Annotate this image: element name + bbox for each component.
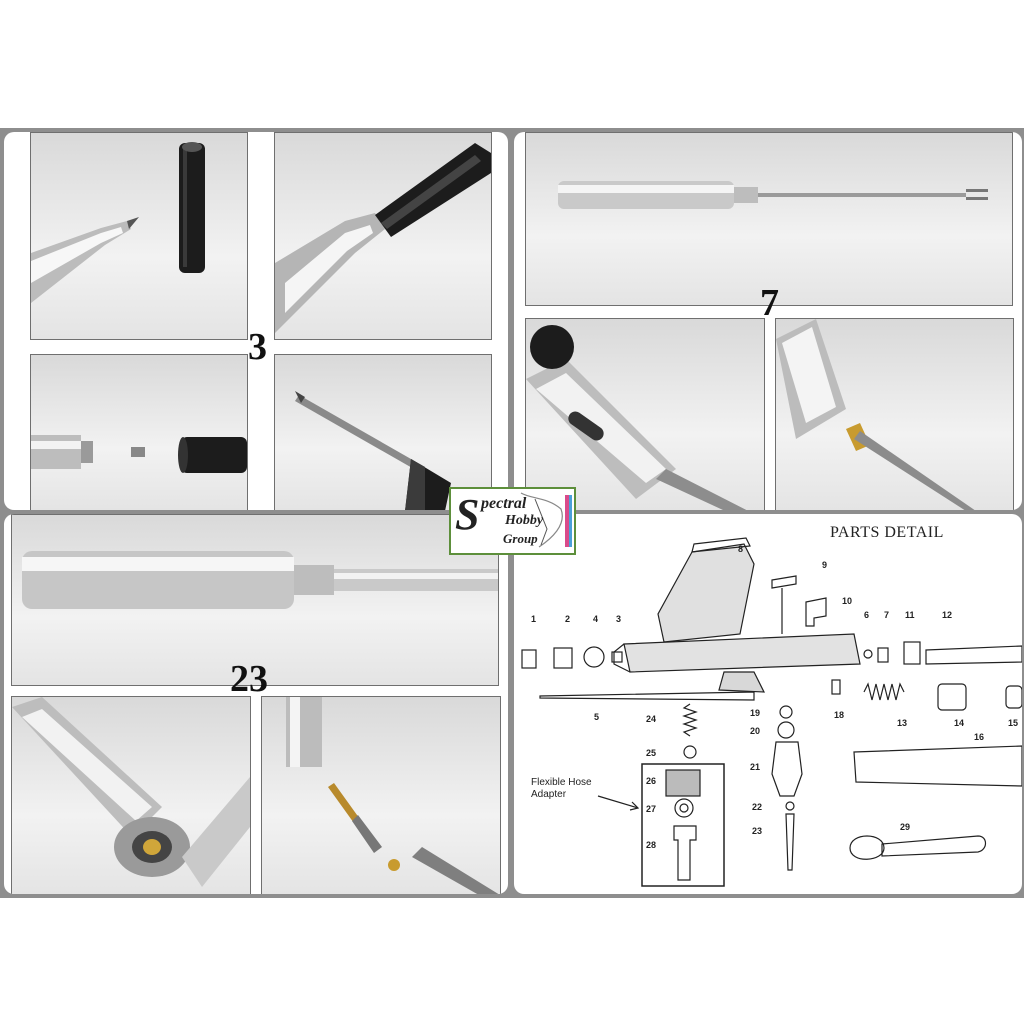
part-label: 8	[738, 544, 744, 554]
part-label: 6	[864, 610, 870, 620]
photo-valve-tool	[11, 514, 499, 686]
step-number-7: 7	[760, 282, 779, 324]
part-label: 22	[752, 802, 763, 812]
photo-cap-attached	[274, 132, 492, 340]
photo-tool-insert	[775, 318, 1014, 510]
part-label: 25	[646, 748, 657, 758]
part-label: 19	[750, 708, 761, 718]
step-number-3: 3	[248, 326, 267, 368]
photo-needle-tool	[525, 132, 1013, 306]
photo-tool-in-body	[525, 318, 765, 510]
part-label: 29	[900, 822, 911, 832]
logo-word-hobby: Hobby	[505, 513, 544, 528]
part-label: 18	[834, 710, 845, 720]
step-23-panel: 23	[4, 514, 508, 894]
part-label: 13	[897, 718, 908, 728]
part-label: 15	[1008, 718, 1019, 728]
part-label: 10	[842, 596, 853, 606]
part-label: 27	[646, 804, 657, 814]
logo-word-group: Group	[503, 531, 538, 546]
part-label: 7	[884, 610, 890, 620]
part-label: 2	[565, 614, 571, 624]
part-label: 14	[954, 718, 965, 728]
logo-word-spectral: pectral	[481, 495, 527, 512]
part-label: 16	[974, 732, 985, 742]
airbrush-schematic	[521, 537, 1022, 887]
part-label: 12	[942, 610, 953, 620]
logo-initial: S	[455, 490, 480, 539]
photo-nozzle-removed	[30, 354, 248, 510]
photo-nozzle-cap	[30, 132, 248, 340]
step-7-panel: 7	[514, 132, 1022, 510]
part-label: 26	[646, 776, 657, 786]
part-label: 9	[822, 560, 828, 570]
part-label: 28	[646, 840, 657, 850]
hose-adapter-label: Flexible Hose Adapter	[531, 777, 592, 800]
part-label: 20	[750, 726, 761, 736]
part-label: 3	[616, 614, 622, 624]
parts-diagram-panel: PARTS DETAIL Flexible Hose Adapter 1 2 3…	[514, 514, 1022, 894]
diagram-title: PARTS DETAIL	[830, 524, 944, 541]
step-3-panel: 3	[4, 132, 508, 510]
part-label: 1	[531, 614, 537, 624]
part-label: 11	[905, 610, 915, 620]
spectral-hobby-group-logo: S pectral Hobby Group	[449, 487, 576, 555]
photo-valve-in-body	[11, 696, 251, 894]
photo-needle-tip	[274, 354, 492, 510]
part-label: 5	[594, 712, 600, 722]
part-label: 23	[752, 826, 763, 836]
part-label: 24	[646, 714, 657, 724]
step-number-23: 23	[230, 658, 268, 700]
part-label: 21	[750, 762, 761, 772]
part-label: 4	[593, 614, 599, 624]
photo-valve-removed	[261, 696, 501, 894]
